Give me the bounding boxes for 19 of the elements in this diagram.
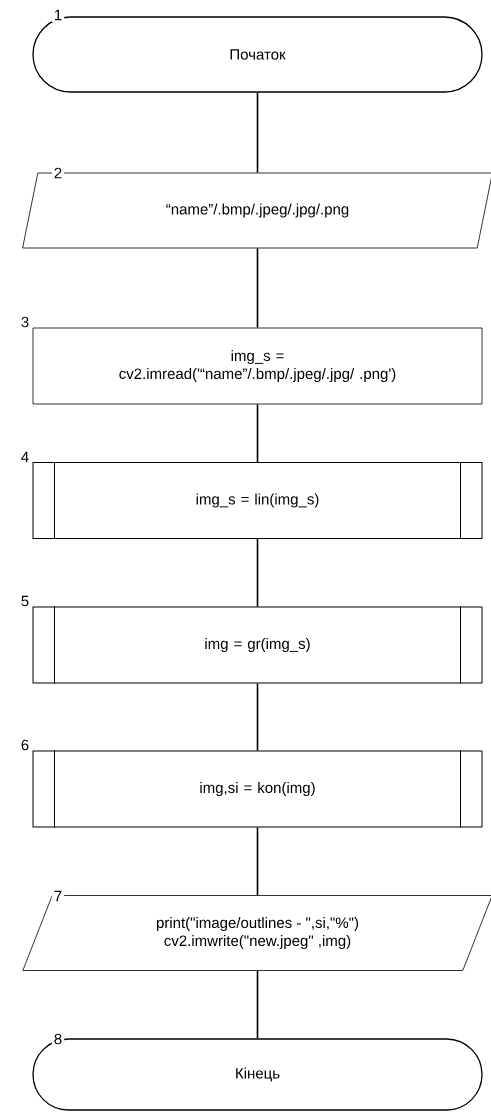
- step-number: 6: [18, 737, 32, 753]
- step-number: 8: [51, 1031, 65, 1047]
- step-number: 1: [51, 7, 65, 23]
- connector-line: [256, 403, 259, 463]
- connector-line: [256, 247, 259, 329]
- process-box: img_s = cv2.imread('“name”/.bmp/.jpeg/.jpg/ .png'): [32, 327, 483, 405]
- step-number: 3: [18, 314, 32, 330]
- connector-line: [256, 538, 259, 608]
- step-number: 5: [18, 593, 32, 609]
- step-number: 4: [18, 449, 32, 465]
- subroutine-box: img = gr(img_s): [32, 606, 483, 684]
- subroutine-box: img_s = lin(img_s): [32, 461, 483, 540]
- step-number: 2: [51, 165, 65, 181]
- connector-line: [256, 91, 259, 174]
- connector-line: [256, 682, 259, 752]
- connector-line: [256, 826, 259, 896]
- step-number: 7: [51, 888, 65, 904]
- subroutine-box: img,si = kon(img): [32, 750, 483, 828]
- connector-line: [256, 970, 259, 1040]
